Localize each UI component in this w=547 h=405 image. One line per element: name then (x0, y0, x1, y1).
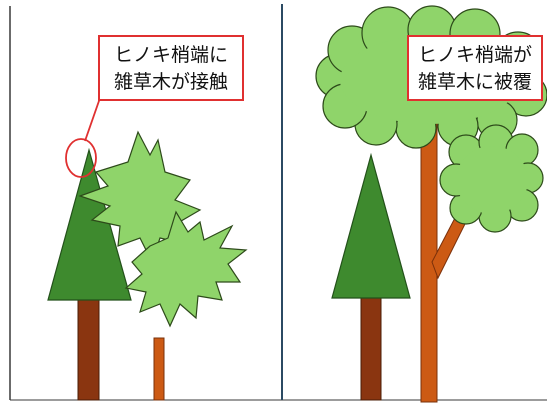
left-callout-pointer (84, 97, 101, 142)
right-broadleaf-crown-lower (439, 124, 544, 233)
left-callout-line1: ヒノキ梢端に (113, 44, 228, 66)
right-callout-line1: ヒノキ梢端が (417, 44, 532, 66)
right-hinoki-trunk (360, 297, 382, 401)
right-callout-line2: 雑草木に被覆 (417, 71, 532, 93)
right-callout: ヒノキ梢端が 雑草木に被覆 (407, 35, 543, 101)
left-callout-line2: 雑草木が接触 (113, 71, 228, 93)
left-panel (47, 97, 248, 401)
right-panel (315, 5, 547, 403)
left-hinoki-trunk (77, 297, 100, 401)
left-hinoki-crown (47, 147, 132, 301)
left-shrub-trunk (153, 337, 165, 401)
left-shrub-crown-lower (124, 210, 248, 328)
right-hinoki-crown (331, 152, 411, 299)
contact-highlight-circle (65, 138, 97, 178)
left-callout: ヒノキ梢端に 雑草木が接触 (98, 35, 244, 101)
